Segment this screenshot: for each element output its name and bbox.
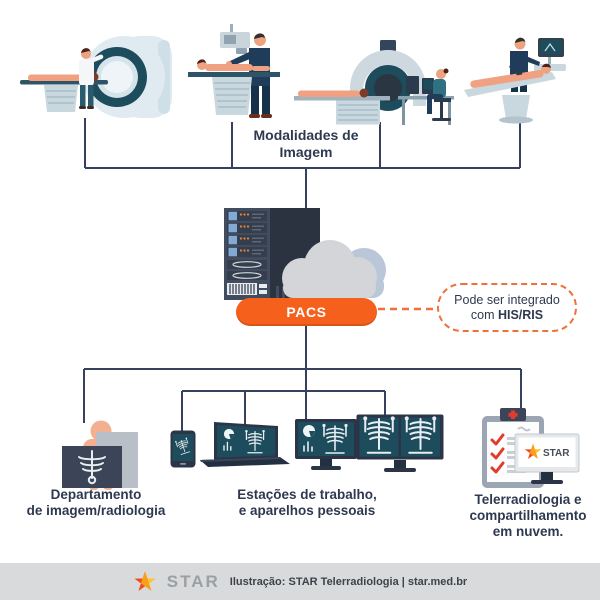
laptop-icon: [200, 422, 290, 467]
hisris-note-line2: com HIS/RIS: [470, 307, 544, 322]
ct-patient: [28, 74, 90, 81]
pacs-label: PACS: [286, 304, 327, 320]
workstations-label: Estações de trabalho, e aparelhos pessoa…: [237, 487, 377, 518]
hisris-note-bubble: Pode ser integrado com HIS/RIS: [437, 283, 577, 332]
mri-patient: [298, 88, 369, 98]
teleradiology-label: Telerradiologia e compartilhamento em nu…: [469, 492, 587, 539]
ultrasound-illustration: [464, 37, 566, 124]
modalities-label-line2: Imagem: [279, 144, 333, 160]
footer-credit: Ilustração: STAR Telerradiologia | star.…: [229, 575, 468, 588]
modalities-label: Modalidades de Imagem: [230, 127, 382, 161]
desktop-monitor-icon: [295, 419, 357, 470]
star-logo-icon: [134, 570, 156, 591]
dual-monitor-icon: [356, 414, 444, 472]
telerad-monitor-icon: STAR: [514, 433, 580, 484]
smartphone-icon: [170, 430, 196, 468]
telerad-monitor-brand: STAR: [543, 448, 570, 459]
pacs-badge: PACS: [236, 298, 377, 326]
ultrasound-patient: [470, 63, 551, 88]
hisris-note-line1: Pode ser integrado: [454, 292, 560, 307]
footer-bar: STAR Ilustração: STAR Telerradiologia | …: [0, 563, 600, 600]
modalities-label-line1: Modalidades de: [253, 127, 359, 143]
xray-film-icon: [62, 420, 138, 490]
ct-scanner-illustration: [20, 36, 172, 118]
mri-scanner-illustration: [294, 40, 454, 125]
radiology-label: Departamento de imagem/radiologia: [26, 487, 166, 518]
mri-technician: [427, 68, 451, 121]
footer-logo-text: STAR: [166, 571, 220, 591]
ct-technician: [79, 48, 104, 109]
xray-table-illustration: [188, 24, 280, 118]
xray-patient: [197, 59, 270, 71]
cloud-icon: [282, 240, 386, 298]
